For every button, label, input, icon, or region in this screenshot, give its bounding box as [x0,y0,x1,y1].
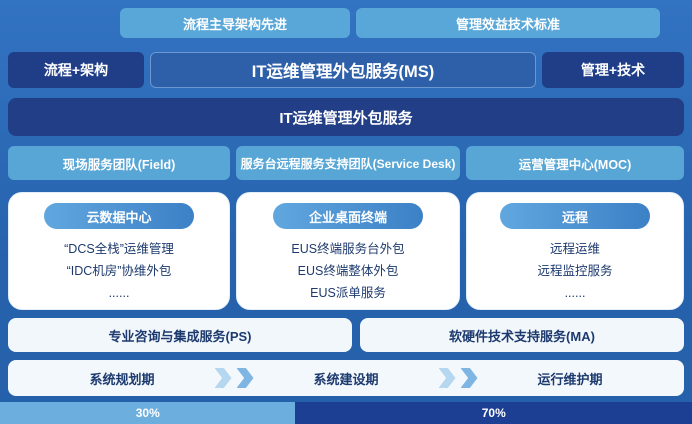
service-ma: 软硬件技术支持服务(MA) [360,318,684,352]
card-item: “DCS全栈”运维管理 [64,242,174,256]
card-title-cloud-datacenter: 云数据中心 [44,203,194,229]
header-process-architecture: 流程+架构 [8,52,144,88]
chevron-right-icon [436,368,480,388]
phase-operation: 运行维护期 [537,371,603,387]
chevron-icon [214,368,232,388]
card-item: ...... [108,286,130,300]
card-item: 远程监控服务 [537,264,613,278]
team-field: 现场服务团队(Field) [8,146,230,180]
card-item: EUS终端整体外包 [297,264,399,278]
card-cloud-datacenter: 云数据中心 “DCS全栈”运维管理 “IDC机房”协维外包 ...... [8,192,230,310]
card-remote: 远程 远程运维 远程监控服务 ...... [466,192,684,310]
card-item: ...... [564,286,586,300]
top-label-process-architecture: 流程主导架构先进 [120,8,350,38]
banner-it-outsourcing: IT运维管理外包服务 [8,98,684,136]
team-moc: 运营管理中心(MOC) [466,146,684,180]
chevron-right-icon [212,368,256,388]
card-enterprise-desktop: 企业桌面终端 EUS终端服务台外包 EUS终端整体外包 EUS派单服务 [236,192,460,310]
service-ps: 专业咨询与集成服务(PS) [8,318,352,352]
card-items: EUS终端服务台外包 EUS终端整体外包 EUS派单服务 [237,239,459,304]
effort-split-bar: 30% 70% [0,402,692,424]
team-service-desk: 服务台远程服务支持团队(Service Desk) [236,146,460,180]
chevron-icon [438,368,456,388]
header-ms-title: IT运维管理外包服务(MS) [150,52,536,88]
effort-split-30: 30% [0,402,296,424]
card-item: EUS派单服务 [310,286,386,300]
card-title-enterprise-desktop: 企业桌面终端 [273,203,423,229]
chevron-icon [460,368,478,388]
card-title-remote: 远程 [500,203,650,229]
chevron-icon [236,368,254,388]
card-item: 远程运维 [549,242,600,256]
card-item: “IDC机房”协维外包 [66,264,172,278]
effort-split-70: 70% [295,402,692,424]
phase-construction: 系统建设期 [313,371,379,387]
top-label-management-standard: 管理效益技术标准 [356,8,660,38]
phase-planning: 系统规划期 [89,371,155,387]
card-item: EUS终端服务台外包 [291,242,405,256]
card-items: 远程运维 远程监控服务 ...... [467,239,683,304]
lifecycle-phase-band: 系统规划期 系统建设期 运行维护期 [8,360,684,396]
header-management-tech: 管理+技术 [542,52,684,88]
card-items: “DCS全栈”运维管理 “IDC机房”协维外包 ...... [9,239,229,304]
